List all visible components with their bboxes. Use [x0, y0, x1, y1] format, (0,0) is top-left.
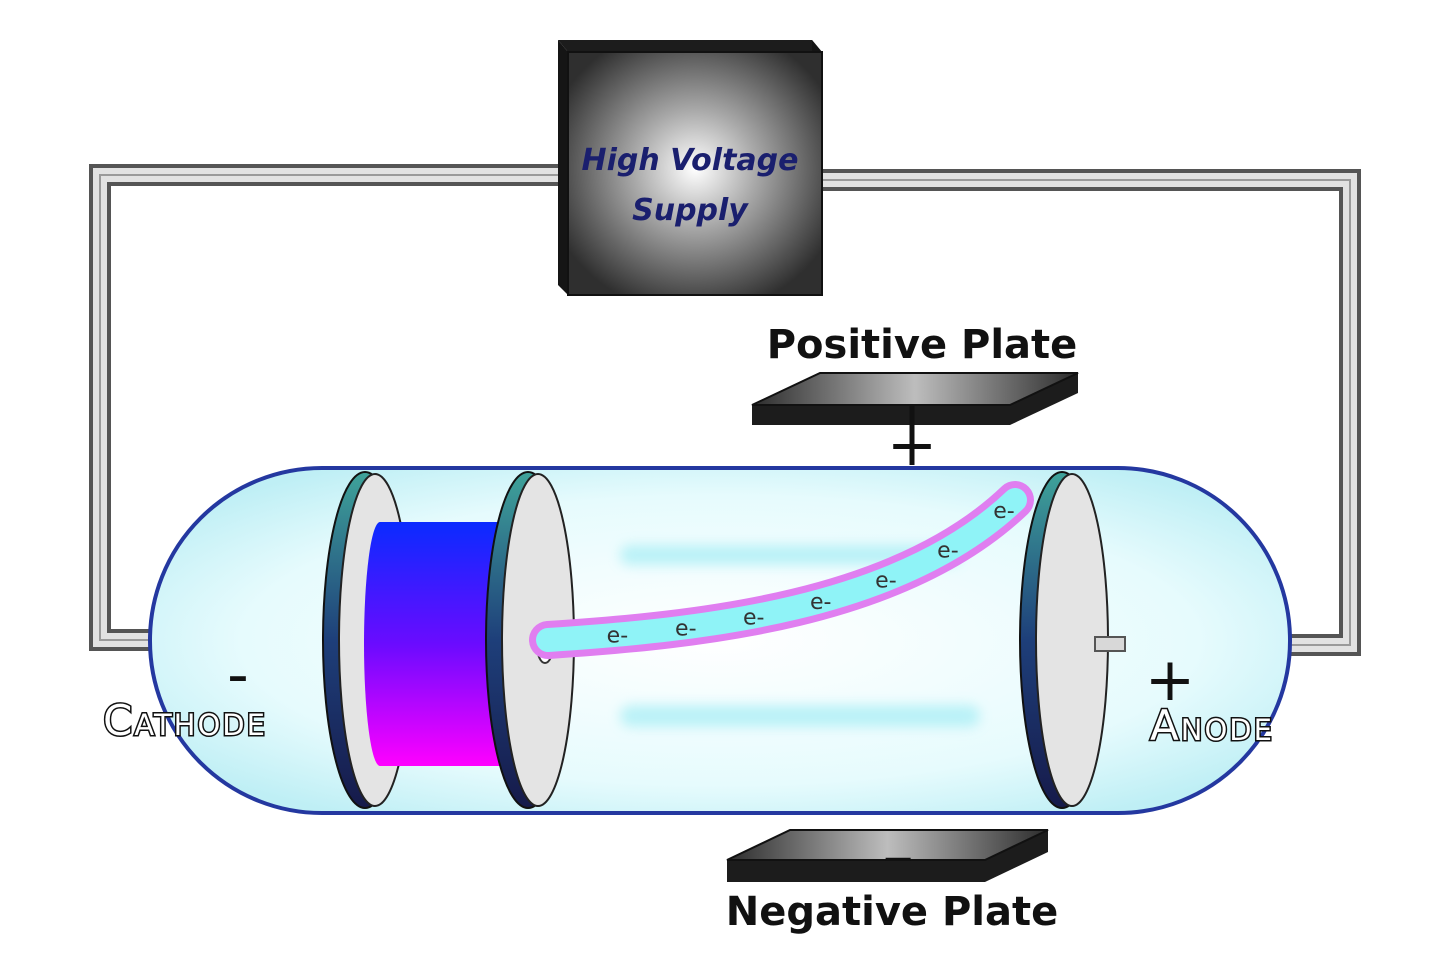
positive-plate: Positive Plate +: [751, 322, 1079, 480]
negative-plate: − Negative Plate: [726, 829, 1058, 935]
electron-label: e-: [810, 590, 831, 615]
high-voltage-supply: High Voltage Supply: [558, 40, 823, 296]
electron-label: e-: [675, 616, 696, 641]
anode-stub: [1094, 636, 1126, 652]
tube-glow: [620, 545, 980, 727]
electron-beam: e-e-e-e-e-e-e-: [529, 481, 1034, 659]
electron-label: e-: [875, 568, 896, 593]
electron-label: e-: [993, 499, 1014, 524]
electron-label: e-: [607, 624, 628, 649]
anode-disc: [1019, 471, 1109, 809]
cathode-label: Cathode: [103, 696, 267, 745]
negative-plate-label: Negative Plate: [726, 889, 1058, 935]
cathode-sign: -: [227, 640, 249, 710]
positive-plate-label: Positive Plate: [767, 322, 1078, 368]
anode-sign: +: [1145, 645, 1195, 715]
supply-label-line1: High Voltage: [581, 143, 798, 178]
cathode-assembly: [322, 471, 575, 809]
anode-label: Anode: [1150, 701, 1274, 750]
electron-label: e-: [937, 539, 958, 564]
supply-label-line2: Supply: [632, 193, 749, 228]
negative-plate-sign: −: [881, 836, 915, 882]
positive-plate-sign: +: [887, 410, 937, 480]
electron-label: e-: [743, 605, 764, 630]
electron-labels: e-e-e-e-e-e-e-: [607, 499, 1015, 649]
